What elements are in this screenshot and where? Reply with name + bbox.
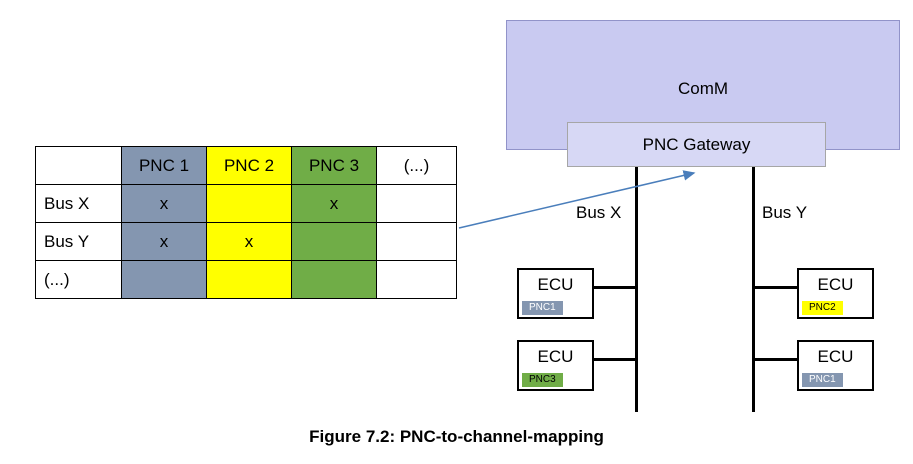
cell-more-pnc3 <box>291 260 377 299</box>
cell-busy-pnc3 <box>291 222 377 261</box>
header-pnc3: PNC 3 <box>291 146 377 185</box>
table-row-bus-y: Bus Y x x <box>35 222 457 261</box>
cell-busy-pnc2: x <box>206 222 292 261</box>
cell-busx-pnc2 <box>206 184 292 223</box>
figure-caption: Figure 7.2: PNC-to-channel-mapping <box>309 427 604 446</box>
pnc2-badge: PNC2 <box>802 301 843 315</box>
row-label-more: (...) <box>35 260 122 299</box>
ecu-box-busx-pnc3: ECU PNC3 <box>517 340 594 391</box>
ecu-label: ECU <box>537 275 574 294</box>
bus-y-label: Bus Y <box>762 203 808 222</box>
cell-more-more <box>376 260 457 299</box>
pnc1-badge: PNC1 <box>522 301 563 315</box>
bus-y-line <box>752 167 755 412</box>
cell-busx-more <box>376 184 457 223</box>
header-corner-cell <box>35 146 122 185</box>
table-row-more: (...) <box>35 260 457 299</box>
ecu-connector <box>594 286 635 289</box>
ecu-connector <box>755 358 797 361</box>
pnc1-badge: PNC1 <box>802 373 843 387</box>
table-row-bus-x: Bus X x x <box>35 184 457 223</box>
header-more: (...) <box>376 146 457 185</box>
comm-label: ComM <box>677 79 729 98</box>
pnc-gateway-box: PNC Gateway <box>567 122 826 167</box>
row-label-bus-y: Bus Y <box>35 222 122 261</box>
ecu-connector <box>594 358 635 361</box>
pnc3-badge: PNC3 <box>522 373 563 387</box>
bus-x-line <box>635 167 638 412</box>
table-header-row: PNC 1 PNC 2 PNC 3 (...) <box>35 146 457 185</box>
pnc-mapping-table: PNC 1 PNC 2 PNC 3 (...) Bus X x x Bus Y … <box>35 146 457 299</box>
ecu-label: ECU <box>817 347 854 366</box>
cell-more-pnc2 <box>206 260 292 299</box>
cell-busy-more <box>376 222 457 261</box>
ecu-label: ECU <box>817 275 854 294</box>
ecu-box-busy-pnc2: ECU PNC2 <box>797 268 874 319</box>
bus-x-label: Bus X <box>576 203 622 222</box>
ecu-box-busx-pnc1: ECU PNC1 <box>517 268 594 319</box>
pnc-gateway-label: PNC Gateway <box>642 134 751 154</box>
header-pnc2: PNC 2 <box>206 146 292 185</box>
cell-busx-pnc3: x <box>291 184 377 223</box>
row-label-bus-x: Bus X <box>35 184 122 223</box>
ecu-connector <box>755 286 797 289</box>
cell-more-pnc1 <box>121 260 207 299</box>
header-pnc1: PNC 1 <box>121 146 207 185</box>
cell-busy-pnc1: x <box>121 222 207 261</box>
ecu-box-busy-pnc1: ECU PNC1 <box>797 340 874 391</box>
ecu-label: ECU <box>537 347 574 366</box>
cell-busx-pnc1: x <box>121 184 207 223</box>
